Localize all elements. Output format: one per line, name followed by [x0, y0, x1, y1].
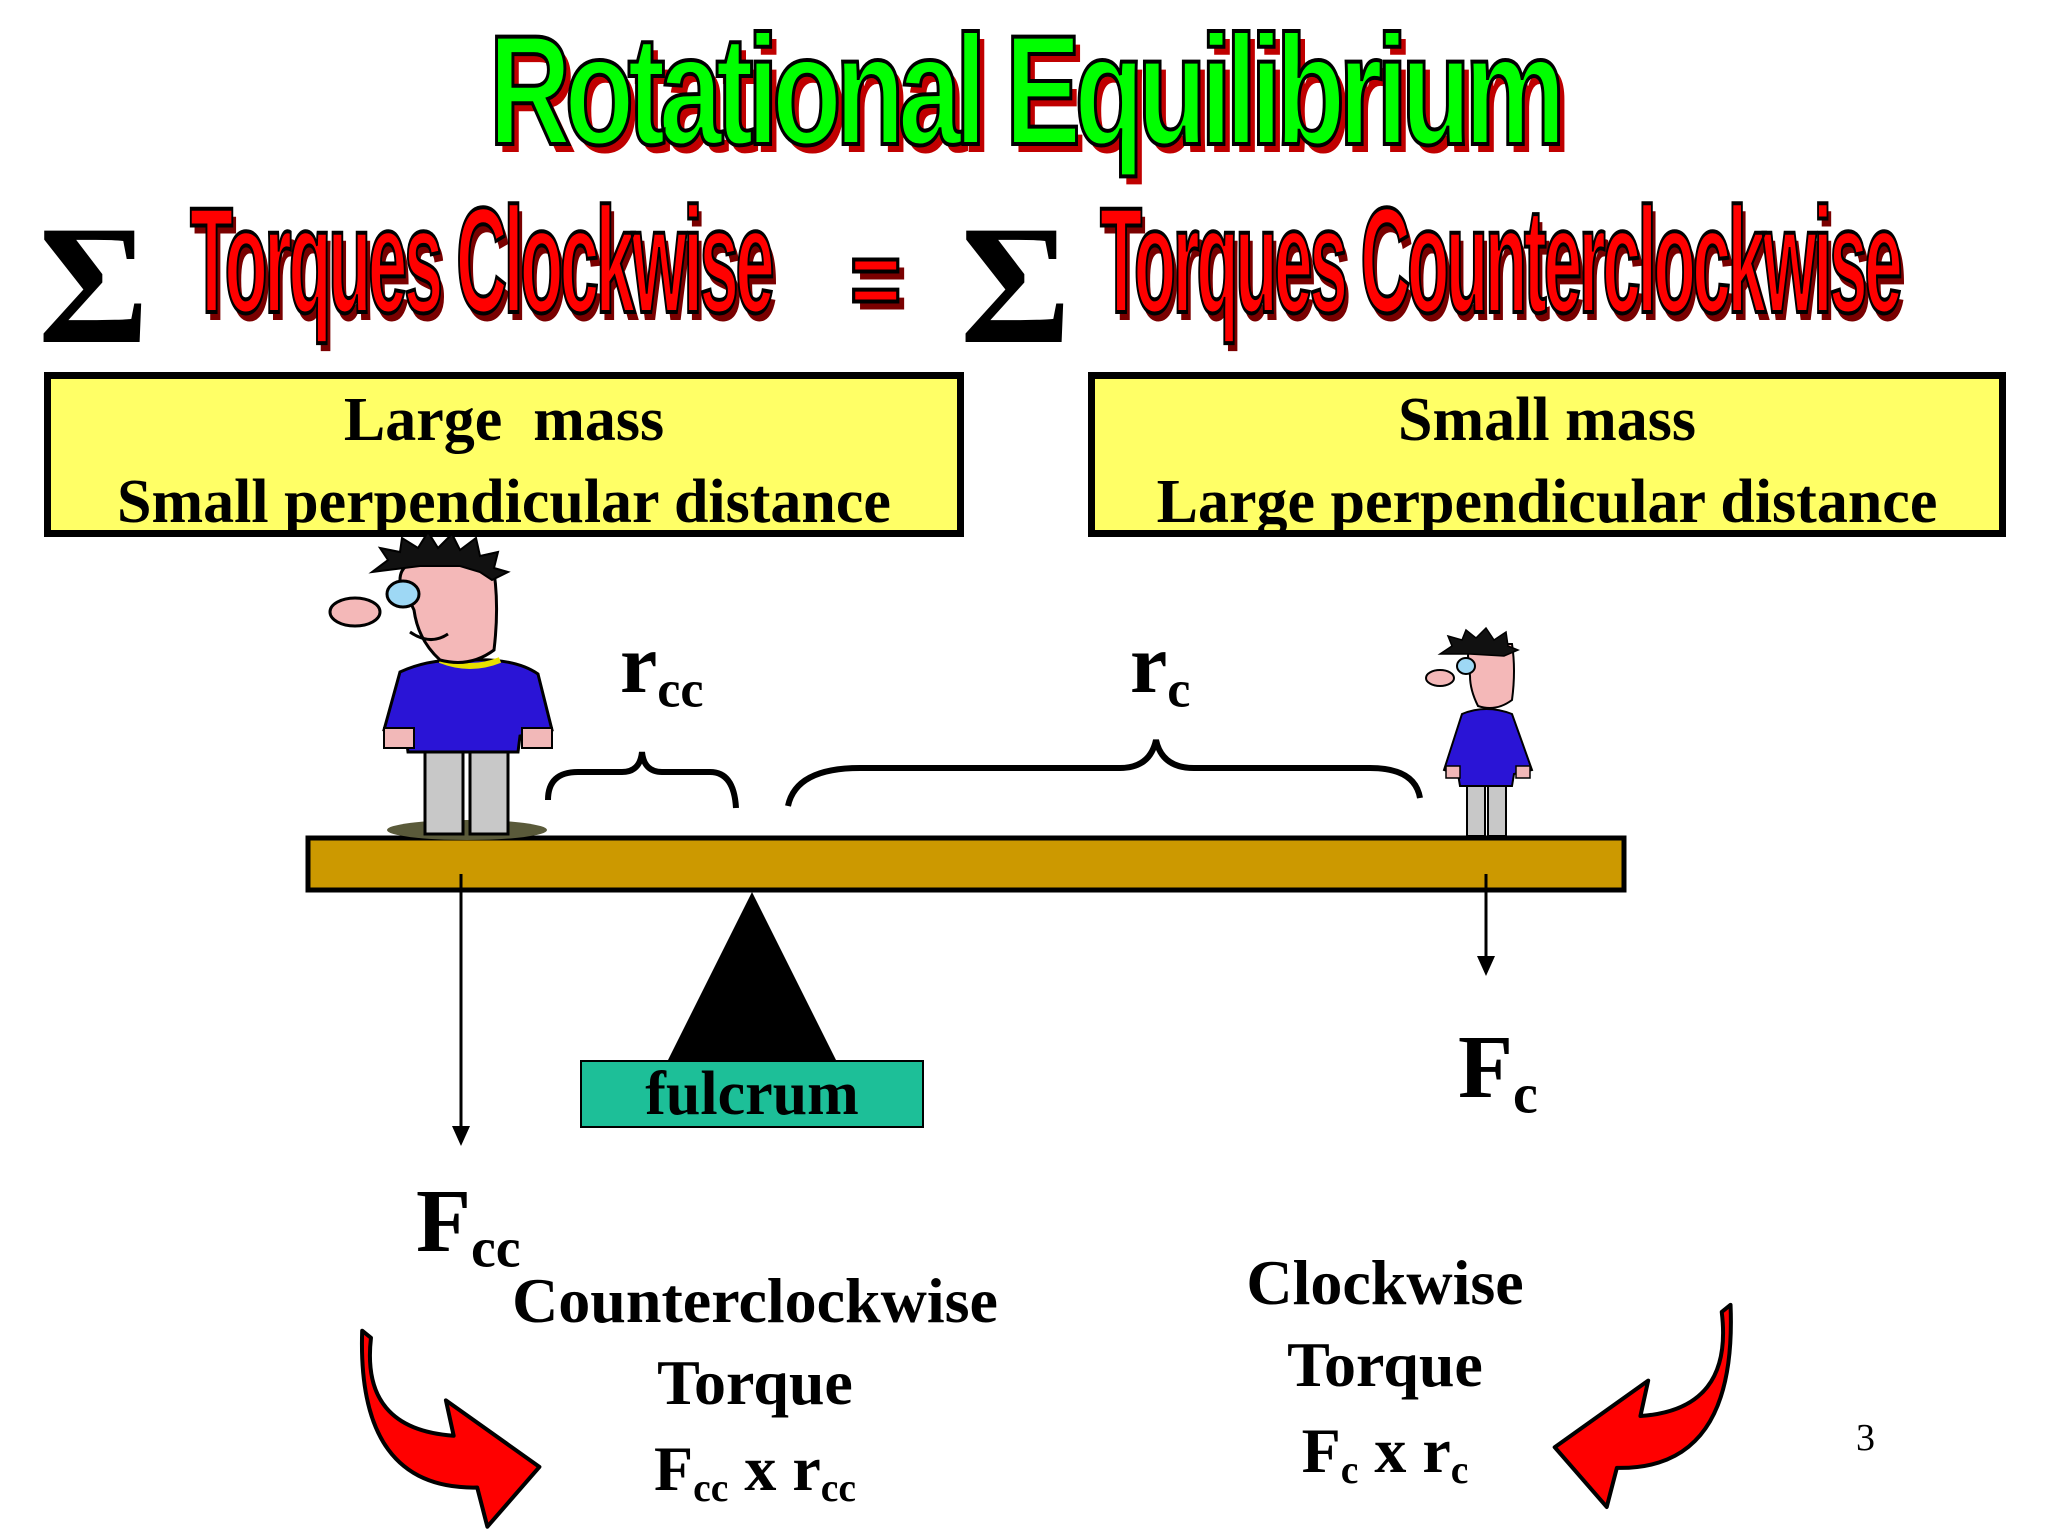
seesaw-beam [305, 835, 1627, 893]
curved-arrow-cw-icon [1552, 1302, 1733, 1509]
cw-torque-line2: Torque [1287, 1329, 1483, 1400]
torques-clockwise-heading: Torques Clockwise [189, 174, 776, 346]
cw-torque-formula: Fc x rc [1301, 1415, 1469, 1493]
ccw-torque-line1: Counterclockwise [512, 1265, 998, 1336]
r-c-label: rc [1130, 620, 1190, 736]
large-person-figure [328, 530, 554, 840]
f-c-main: F [1458, 1018, 1513, 1117]
f-c-label: Fc [1458, 1018, 1538, 1145]
r-c-sub: c [1167, 661, 1191, 719]
torques-counterclockwise-heading: Torques Counterclockwise [1099, 174, 1904, 346]
sigma-left: Σ [38, 191, 150, 379]
r-cc-label: rcc [620, 620, 704, 736]
small-mass-line1: Small mass [1398, 386, 1696, 454]
cw-torque-text: Clockwise Torque Fc x rc [1200, 1242, 1570, 1511]
f-cc-label: Fcc [416, 1172, 521, 1299]
f-cc-sub: cc [470, 1217, 521, 1280]
small-person-figure [1425, 626, 1534, 837]
large-mass-line2: Small perpendicular distance [117, 468, 891, 536]
ccw-torque-formula: Fcc x rcc [654, 1433, 856, 1511]
equals-sign: = [848, 218, 903, 341]
sigma-right: Σ [960, 191, 1072, 379]
r-cc-sub: cc [657, 661, 704, 719]
ccw-torque-line2: Torque [657, 1347, 853, 1418]
small-mass-box: Small mass Large perpendicular distance [1088, 372, 2006, 537]
curved-arrow-ccw-icon [360, 1328, 542, 1529]
fulcrum-label: fulcrum [580, 1060, 924, 1128]
r-c-main: r [1130, 618, 1168, 711]
large-mass-box: Large mass Small perpendicular distance [44, 372, 964, 537]
page-number: 3 [1856, 1417, 1875, 1459]
small-mass-line2: Large perpendicular distance [1156, 468, 1938, 536]
fulcrum-triangle [668, 892, 836, 1060]
r-cc-main: r [620, 618, 658, 711]
f-cc-main: F [416, 1172, 471, 1271]
ccw-torque-text: Counterclockwise Torque Fcc x rcc [470, 1260, 1040, 1529]
large-mass-line1: Large mass [343, 386, 665, 454]
force-arrow-cc [452, 874, 470, 1146]
force-arrow-c [1477, 874, 1495, 976]
f-c-sub: c [1512, 1063, 1538, 1126]
cw-torque-line1: Clockwise [1246, 1247, 1524, 1318]
page-title: Rotational Equilibrium [487, 4, 1567, 178]
r-cc-brace [545, 751, 739, 809]
r-c-brace [785, 739, 1423, 807]
